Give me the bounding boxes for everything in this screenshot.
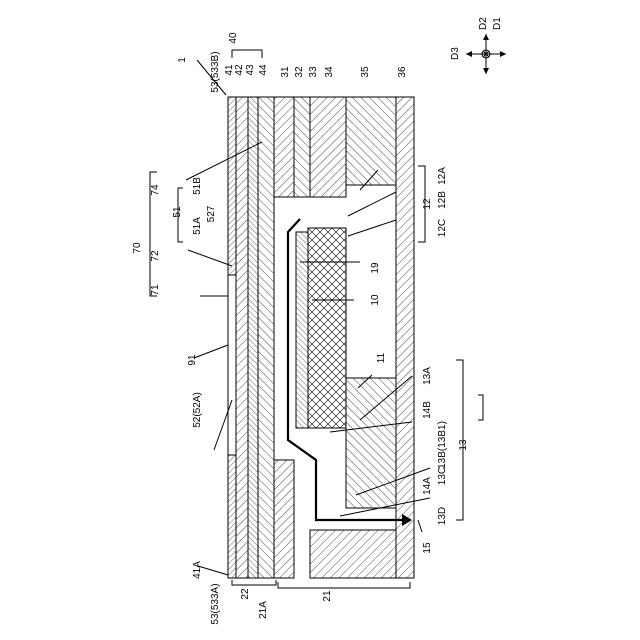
layer-42 xyxy=(236,97,248,578)
ref-label-40: 22 xyxy=(240,588,251,600)
ref-label-31: 14B xyxy=(422,401,433,419)
layer-44 xyxy=(258,97,274,578)
ref-label-14: 51B xyxy=(192,177,203,195)
ref-label-35: 14A xyxy=(422,477,433,495)
ref-label-29: 13A xyxy=(422,367,433,385)
ref-label-37: 15 xyxy=(422,542,433,554)
layer-12 xyxy=(308,228,346,428)
ref-label-38: 41A xyxy=(192,561,203,579)
ref-label-8: 32 xyxy=(294,66,305,78)
ref-label-1: 40 xyxy=(228,32,239,44)
ref-label-24: 12C xyxy=(437,219,448,237)
ref-label-11: 35 xyxy=(360,66,371,78)
ref-label-9: 33 xyxy=(308,66,319,78)
ref-label-33: 52(52A) xyxy=(192,392,203,428)
ref-label-42: 21 xyxy=(322,590,333,602)
direction-legend: D2 D1 D3 xyxy=(450,17,506,74)
ref-label-27: 91 xyxy=(187,354,198,366)
layer-10 xyxy=(296,232,308,428)
ref-label-6: 44 xyxy=(258,64,269,76)
layer-33 xyxy=(310,97,346,197)
ref-label-13: 74 xyxy=(150,184,161,196)
layer-11 xyxy=(346,378,396,508)
ref-label-30: 13B(13B1) xyxy=(437,421,448,469)
ref-label-28: 11 xyxy=(376,352,387,363)
layer-21-bottom xyxy=(310,530,396,578)
layer-91 xyxy=(228,275,236,455)
ref-label-22: 12 xyxy=(422,198,433,210)
ref-label-34: 13C xyxy=(437,467,448,485)
ref-label-39: 53(533A) xyxy=(210,583,221,624)
legend-d1: D1 xyxy=(492,17,503,30)
ref-label-15: 51 xyxy=(172,206,183,218)
layer-43 xyxy=(248,97,258,578)
layer-35 xyxy=(396,97,414,578)
ref-label-7: 31 xyxy=(280,66,291,78)
ref-label-18: 70 xyxy=(132,242,143,254)
ref-label-4: 42 xyxy=(234,64,245,76)
legend-d3: D3 xyxy=(450,47,461,60)
ref-label-36: 13D xyxy=(437,507,448,525)
ref-label-16: 51A xyxy=(192,217,203,235)
layer-31-bottom xyxy=(274,460,294,578)
ref-label-5: 43 xyxy=(245,64,256,76)
ref-label-23: 12B xyxy=(437,191,448,209)
layer-34-top xyxy=(346,97,396,185)
ref-label-12: 36 xyxy=(397,66,408,78)
ref-label-10: 34 xyxy=(324,66,335,78)
ref-label-41: 21A xyxy=(258,601,269,619)
layer-31 xyxy=(274,97,294,197)
ref-label-26: 10 xyxy=(370,294,381,306)
layer-stack xyxy=(228,97,414,578)
ref-label-25: 19 xyxy=(370,262,381,274)
ref-label-32: 13 xyxy=(458,439,469,451)
ref-label-2: 53(533B) xyxy=(210,51,221,92)
ref-label-21: 12A xyxy=(437,167,448,185)
layer-32 xyxy=(294,97,310,197)
ref-label-17: 527 xyxy=(206,205,217,222)
ref-label-20: 71 xyxy=(150,284,161,296)
legend-d2: D2 xyxy=(478,17,489,30)
ref-label-19: 72 xyxy=(150,250,161,262)
ref-label-0: 1 xyxy=(177,57,188,63)
